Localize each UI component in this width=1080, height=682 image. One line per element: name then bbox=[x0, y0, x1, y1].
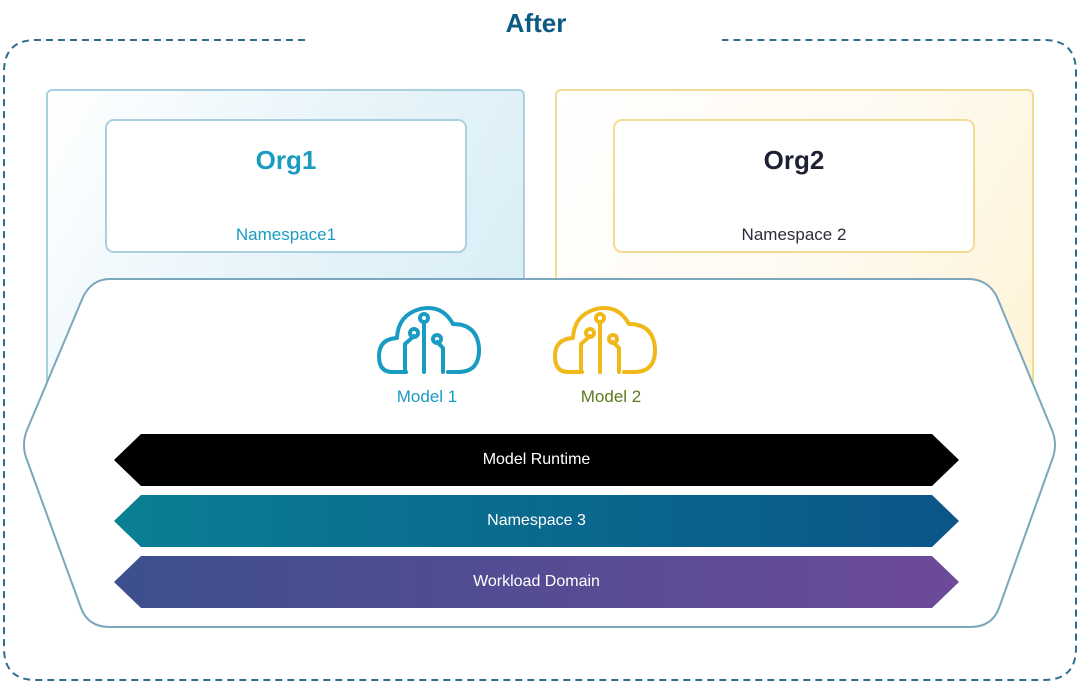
model-runtime-band bbox=[114, 434, 959, 486]
diagram-title: After bbox=[505, 8, 567, 38]
org2-card: Org2 Namespace 2 bbox=[613, 119, 975, 253]
model2-label: Model 2 bbox=[580, 387, 642, 406]
namespace3-label: Namespace 3 bbox=[487, 512, 586, 529]
org1-name: Org1 bbox=[255, 145, 317, 175]
namespace3-band bbox=[114, 495, 959, 547]
org2-name: Org2 bbox=[763, 145, 825, 175]
model1-label: Model 1 bbox=[396, 387, 458, 406]
workload-domain-label: Workload Domain bbox=[473, 573, 600, 590]
org1-card: Org1 Namespace1 bbox=[105, 119, 467, 253]
cloud-circuit-icon bbox=[553, 306, 658, 374]
workload-domain-band bbox=[114, 556, 959, 608]
cloud-circuit-icon bbox=[377, 306, 482, 374]
org1-namespace: Namespace1 bbox=[235, 225, 337, 244]
model-runtime-label: Model Runtime bbox=[482, 451, 591, 468]
org2-namespace: Namespace 2 bbox=[741, 225, 847, 244]
